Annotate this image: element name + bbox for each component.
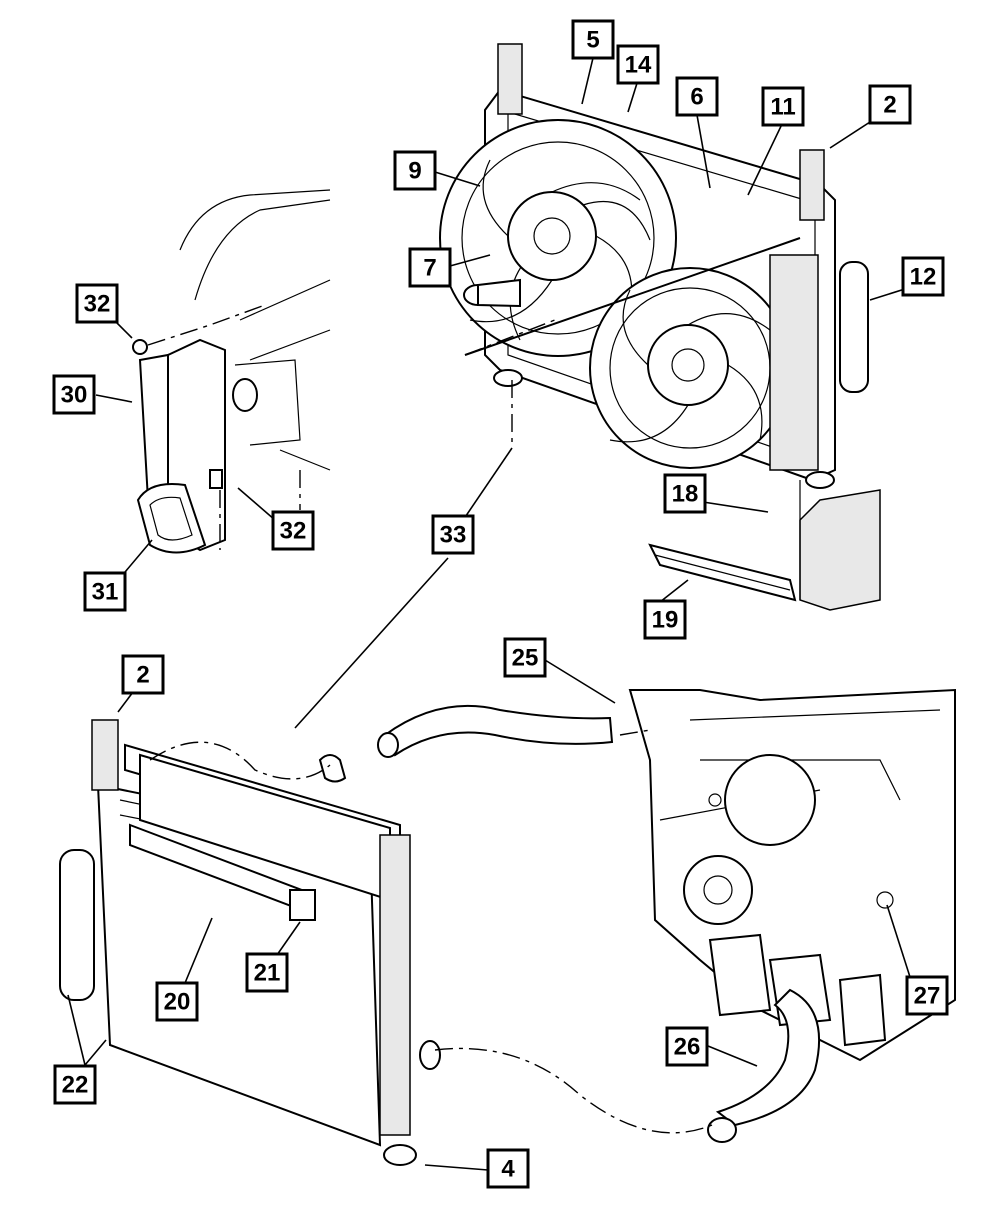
- dashed-connections: [147, 304, 713, 1134]
- callout-label: 5: [586, 27, 599, 54]
- callout-label: 19: [652, 607, 679, 634]
- callout-2-top: 2: [868, 84, 912, 125]
- callout-label: 33: [440, 522, 467, 549]
- callout-21: 21: [245, 952, 289, 993]
- callout-label: 22: [62, 1072, 89, 1099]
- callout-14: 14: [616, 44, 660, 85]
- callout-label: 4: [501, 1156, 515, 1183]
- callout-5: 5: [571, 19, 615, 60]
- callout-label: 32: [280, 518, 307, 545]
- engine-block: [628, 688, 956, 1062]
- callout-label: 27: [914, 983, 941, 1010]
- callout-label: 25: [512, 645, 539, 672]
- callout-22: 22: [53, 1064, 97, 1105]
- callout-label: 9: [408, 158, 421, 185]
- callout-31: 31: [83, 571, 127, 612]
- callout-4: 4: [486, 1148, 530, 1189]
- callout-label: 32: [84, 291, 111, 318]
- callout-6: 6: [675, 76, 719, 117]
- callout-label: 11: [770, 94, 795, 121]
- callout-label: 2: [136, 662, 149, 689]
- upper-hose: [318, 704, 614, 783]
- callout-18: 18: [663, 473, 707, 514]
- callout-32-top: 32: [75, 283, 119, 324]
- callout-2-bottom: 2: [121, 654, 165, 695]
- fan-shroud-assembly: [439, 43, 869, 489]
- callout-26: 26: [665, 1026, 709, 1067]
- callout-label: 31: [92, 579, 119, 606]
- callout-27: 27: [905, 975, 949, 1016]
- callout-label: 21: [254, 960, 281, 987]
- air-duct-assembly: [132, 189, 331, 554]
- callout-label: 30: [61, 382, 88, 409]
- callout-label: 18: [672, 481, 699, 508]
- callout-label: 20: [164, 989, 191, 1016]
- callout-label: 14: [625, 52, 652, 79]
- callout-19: 19: [643, 599, 687, 640]
- callout-11: 11: [761, 86, 805, 127]
- radiator: [59, 719, 441, 1166]
- callout-12: 12: [901, 256, 945, 297]
- callout-32-bottom: 32: [271, 510, 315, 551]
- lower-hose: [707, 988, 821, 1143]
- callout-33: 33: [431, 514, 475, 555]
- callout-20: 20: [155, 981, 199, 1022]
- lower-support-bracket: [648, 480, 881, 611]
- callout-label: 26: [674, 1034, 701, 1061]
- callout-25: 25: [503, 637, 547, 678]
- callout-7: 7: [408, 247, 452, 288]
- callout-30: 30: [52, 374, 96, 415]
- callout-label: 7: [423, 255, 436, 282]
- callout-label: 2: [883, 92, 896, 119]
- callout-9: 9: [393, 150, 437, 191]
- callout-label: 12: [910, 264, 937, 291]
- leader-lines: [67, 57, 911, 1171]
- callout-label: 6: [690, 84, 703, 111]
